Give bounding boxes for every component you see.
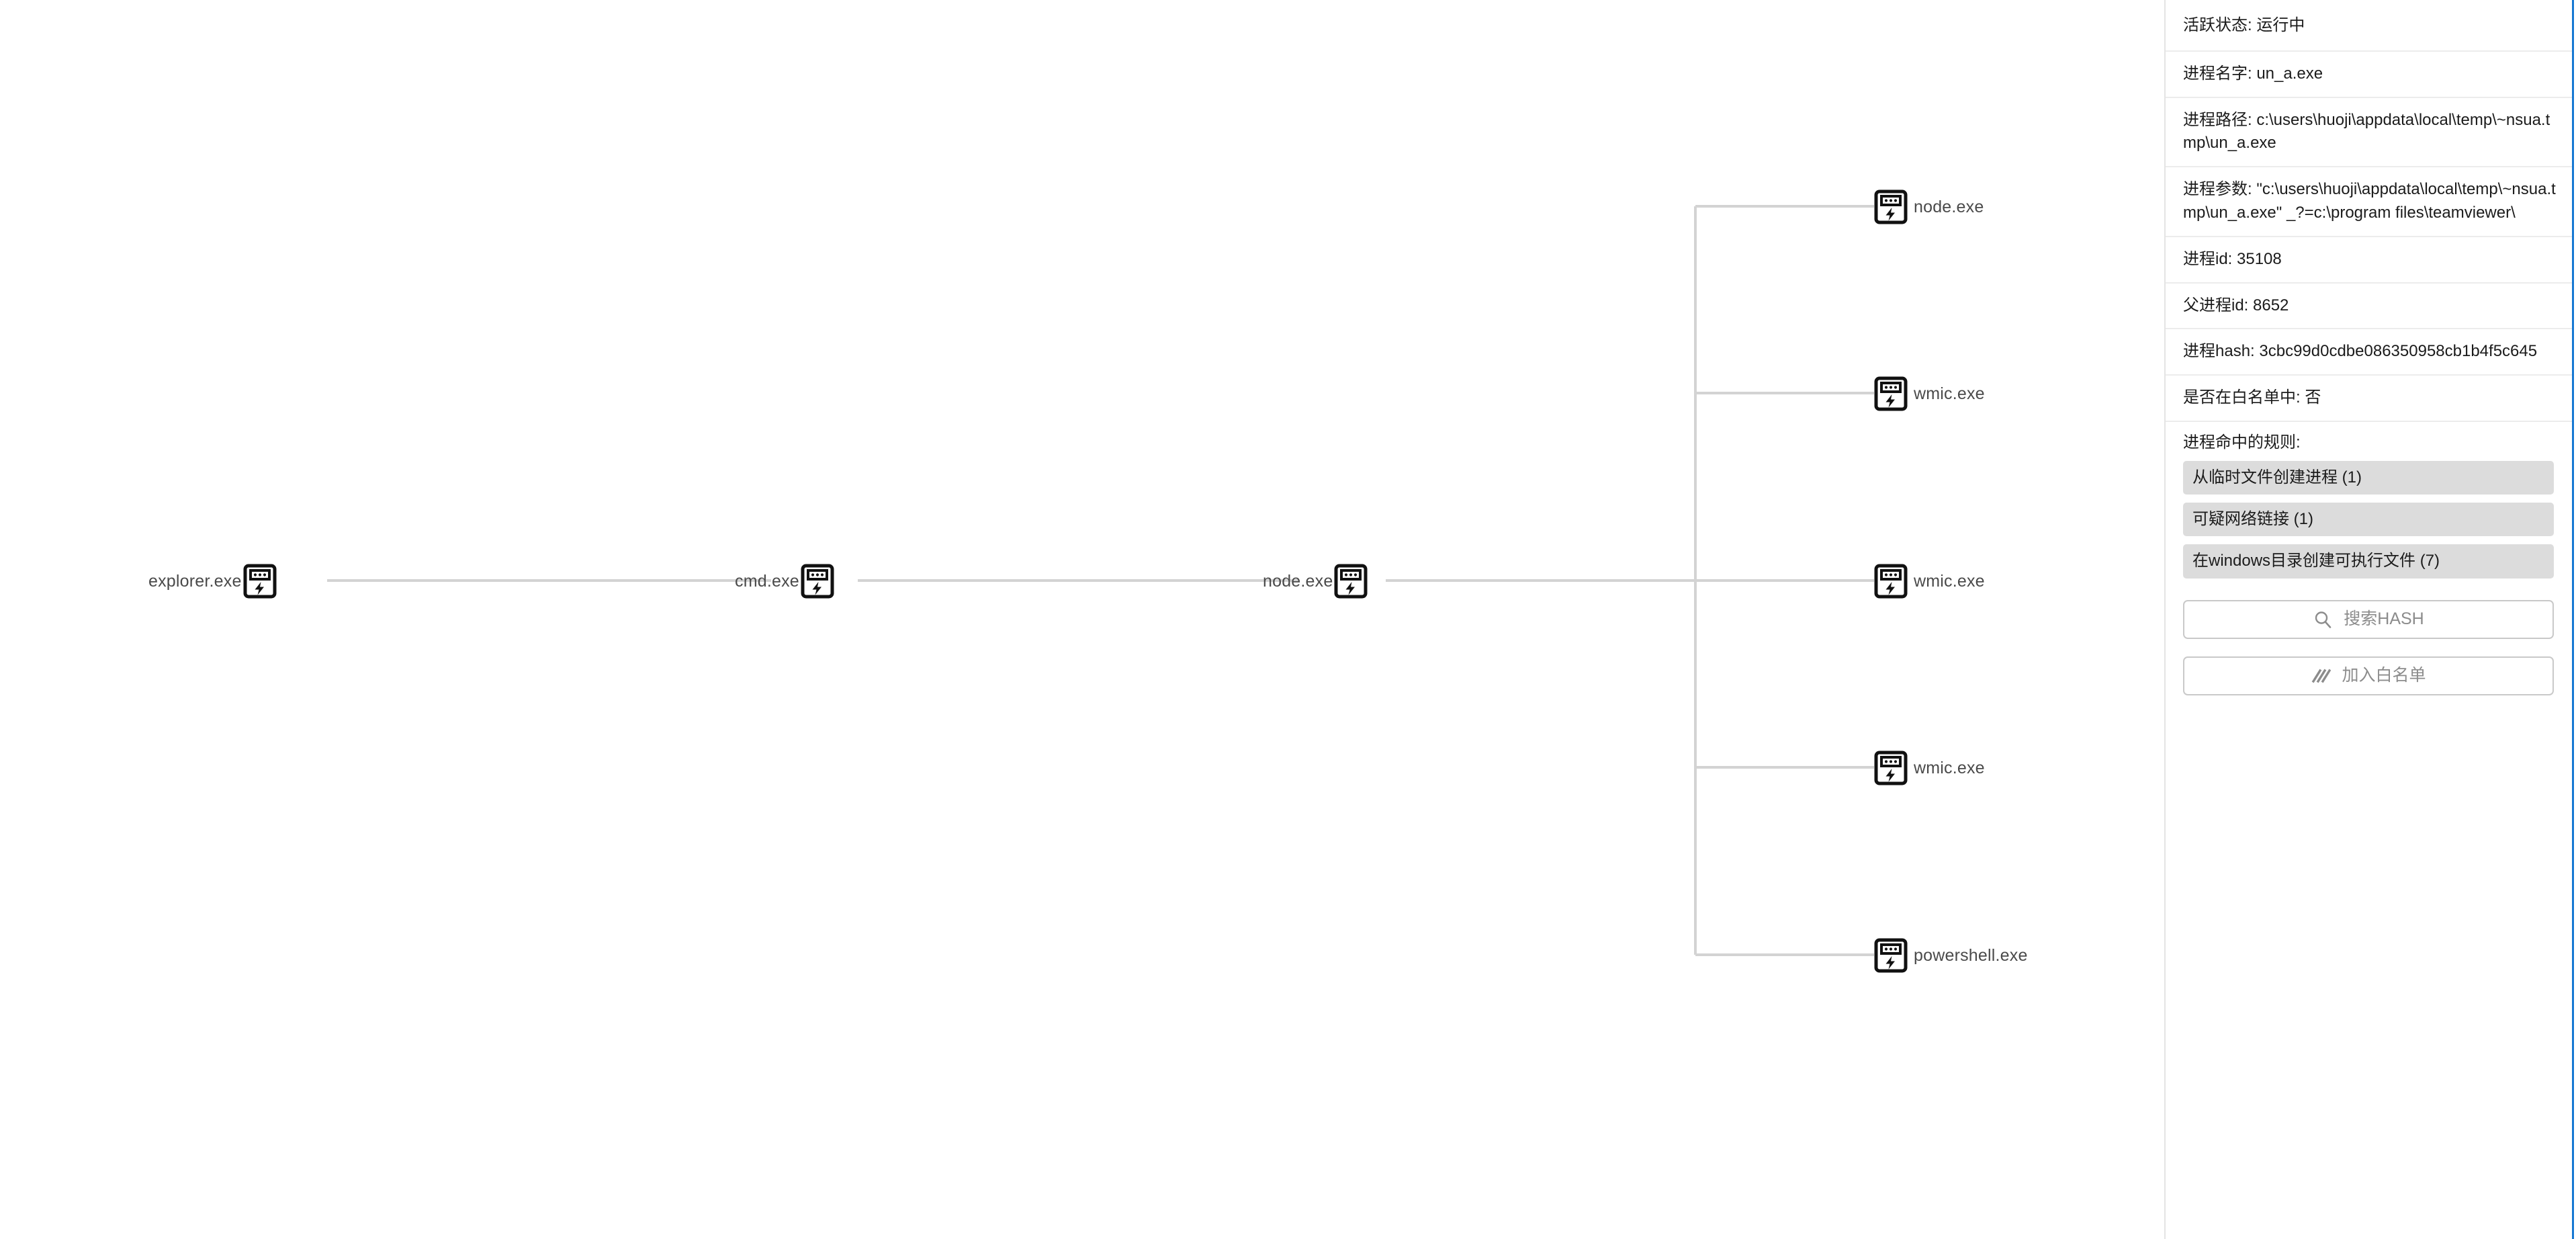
- detail-row-matched-rules: 进程命中的规则: 从临时文件创建进程 (1) 可疑网络链接 (1) 在windo…: [2166, 422, 2574, 592]
- process-window-bolt-icon: [1874, 376, 1908, 411]
- detail-row-process-hash: 进程hash: 3cbc99d0cdbe086350958cb1b4f5c645: [2166, 329, 2574, 376]
- process-node-label: wmic.exe: [1914, 571, 1985, 591]
- add-whitelist-label: 加入白名单: [2342, 666, 2426, 685]
- process-node-label: wmic.exe: [1914, 384, 1985, 403]
- process-window-bolt-icon: [243, 564, 277, 599]
- process-node-child-powershell[interactable]: powershell.exe: [1874, 937, 2028, 974]
- process-node-node-mid[interactable]: node.exe: [1263, 563, 1368, 599]
- detail-row-process-path: 进程路径: c:\users\huoji\appdata\local\temp\…: [2166, 98, 2574, 168]
- process-window-bolt-icon: [801, 564, 834, 599]
- matched-rules-title: 进程命中的规则:: [2183, 433, 2301, 452]
- add-whitelist-button[interactable]: 加入白名单: [2183, 656, 2554, 695]
- search-icon: [2315, 611, 2331, 628]
- process-node-child-wmic-3[interactable]: wmic.exe: [1874, 750, 1985, 786]
- process-window-bolt-icon: [1874, 189, 1908, 224]
- process-node-child-node[interactable]: node.exe: [1874, 189, 1984, 225]
- detail-row-in-whitelist: 是否在白名单中: 否: [2166, 376, 2574, 422]
- detail-panel-actions: 搜索HASH 加入白名单: [2166, 592, 2574, 695]
- tree-edges: [327, 205, 1874, 956]
- detail-row-parent-process-id: 父进程id: 8652: [2166, 284, 2574, 330]
- detail-panel-scrollbar[interactable]: [2572, 0, 2574, 1239]
- detail-row-active-status: 活跃状态: 运行中: [2166, 0, 2574, 52]
- process-node-label: explorer.exe: [148, 571, 242, 591]
- matched-rule-chip[interactable]: 从临时文件创建进程 (1): [2183, 460, 2554, 495]
- process-node-cmd[interactable]: cmd.exe: [735, 563, 834, 599]
- process-node-label: wmic.exe: [1914, 758, 1985, 777]
- process-node-label: node.exe: [1914, 197, 1984, 216]
- process-node-label: powershell.exe: [1914, 945, 2028, 965]
- process-node-child-wmic-1[interactable]: wmic.exe: [1874, 376, 1985, 412]
- detail-row-process-args: 进程参数: "c:\users\huoji\appdata\local\temp…: [2166, 167, 2574, 237]
- process-window-bolt-icon: [1874, 751, 1908, 785]
- process-window-bolt-icon: [1334, 564, 1368, 599]
- stripes-whitelist-icon: [2312, 669, 2331, 683]
- process-window-bolt-icon: [1874, 938, 1908, 973]
- process-tree-canvas[interactable]: explorer.exe cmd.exe: [0, 0, 2164, 1239]
- process-window-bolt-icon: [1874, 564, 1908, 599]
- matched-rule-chip[interactable]: 在windows目录创建可执行文件 (7): [2183, 544, 2554, 579]
- process-node-label: cmd.exe: [735, 571, 799, 591]
- process-node-child-wmic-2[interactable]: wmic.exe: [1874, 563, 1985, 599]
- matched-rule-chip[interactable]: 可疑网络链接 (1): [2183, 502, 2554, 537]
- process-detail-panel: 活跃状态: 运行中 进程名字: un_a.exe 进程路径: c:\users\…: [2164, 0, 2574, 1239]
- search-hash-button[interactable]: 搜索HASH: [2183, 599, 2554, 639]
- detail-row-process-id: 进程id: 35108: [2166, 237, 2574, 284]
- process-node-explorer[interactable]: explorer.exe: [148, 563, 277, 599]
- process-node-label: node.exe: [1263, 571, 1333, 591]
- search-hash-label: 搜索HASH: [2344, 609, 2424, 629]
- detail-row-process-name: 进程名字: un_a.exe: [2166, 52, 2574, 98]
